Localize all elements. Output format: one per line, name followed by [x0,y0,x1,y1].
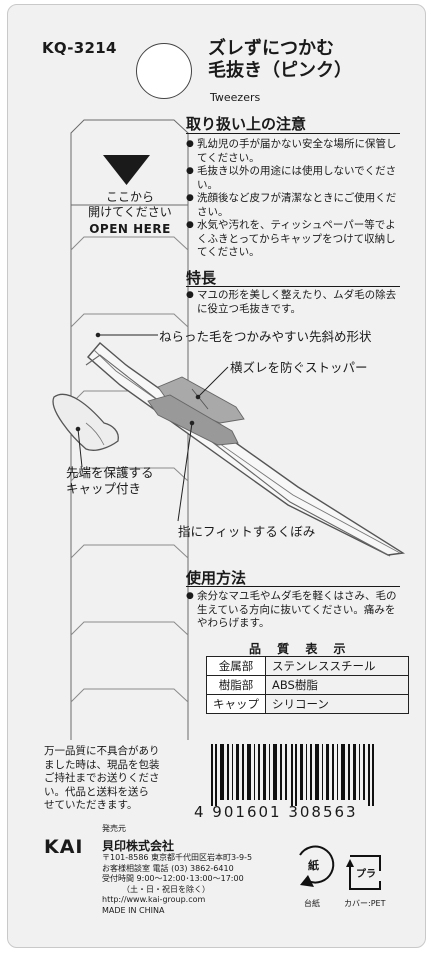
quality-table: 金属部 ステンレススチール 樹脂部 ABS樹脂 キャップ シリコーン [206,656,409,714]
paper-mark: 紙 [308,859,319,872]
tab-outline [52,119,406,890]
features-divider [186,286,400,288]
support-closed: （土・日・祝日を除く） [122,884,210,894]
list-item: 洗顔後など皮フが清潔なときにご使用ください。 [186,192,400,219]
cap-callout: 先端を保護する キャップ付き [66,465,154,496]
list-item: 乳幼児の手が届かない安全な場所に保管してください。 [186,138,400,165]
tip-callout: ねらった毛をつかみやすい先斜め形状 [159,329,372,344]
table-row: 金属部 ステンレススチール [206,656,409,676]
defect-notice: 万一品質に不具合があり ました時は、現品を包装 ご持社までお送りくださ い。代品… [44,745,160,811]
seller-label: 発売元 [102,824,126,833]
cap-illustration [52,393,119,451]
barcode-number: 4 901601 308563 [194,803,358,821]
usage-heading: 使用方法 [186,569,247,587]
caution-heading: 取り扱い上の注意 [186,115,307,133]
product-title: ズレずにつかむ 毛抜き（ピンク） [208,38,352,81]
list-item: 余分なマユ毛やムダ毛を軽くはさみ、毛の生えている方向に抜いてください。痛みをやわ… [186,590,400,631]
features-heading: 特長 [186,269,217,287]
company-name: 貝印株式会社 [102,839,175,853]
table-row: 樹脂部 ABS樹脂 [206,675,409,695]
list-item: マユの形を美しく整えたり、ムダ毛の除去に役立つ毛抜きです。 [186,289,400,316]
hang-hole [136,43,192,99]
recycle-plastic-icon [346,855,381,890]
list-item: 水気や汚れを、ティッシュペーパー等でよくふきとってからキャップをつけて収納してく… [186,219,400,260]
company-info: 〒101-8586 東京都千代田区岩本町3-9-5 お客様相談室 電話 (03)… [102,853,302,916]
features-list: マユの形を美しく整えたり、ムダ毛の除去に役立つ毛抜きです。 [186,289,400,316]
recycle-paper-icon [299,845,335,887]
plastic-label: カバー:PET [344,899,386,908]
list-item: 毛抜き以外の用途には使用しないでください。 [186,165,400,192]
company-url[interactable]: http://www.kai-group.com [102,895,206,904]
support-hours: 受付時間 9:00〜12:00･13:00〜17:00 [102,874,244,883]
open-arrow-icon [103,155,150,185]
table-row: キャップ シリコーン [206,694,409,714]
tweezers-illustration [85,342,406,557]
support-phone: お客様相談室 電話 (03) 3862-6410 [102,863,234,873]
barcode [211,744,374,806]
quality-heading: 品 質 表 示 [249,642,352,656]
package-card: KQ-3214 ズレずにつかむ 毛抜き（ピンク） Tweezers [7,4,426,948]
made-in: MADE IN CHINA [102,905,165,915]
tab-instruction: ここから 開けてください [88,190,172,219]
grip-callout: 指にフィットするくぼみ [178,524,316,539]
company-address: 〒101-8586 東京都千代田区岩本町3-9-5 [102,853,253,862]
caution-divider [186,133,400,135]
usage-list: 余分なマユ毛やムダ毛を軽くはさみ、毛の生えている方向に抜いてください。痛みをやわ… [186,590,400,631]
kai-logo: KAI [44,836,84,858]
usage-divider [186,586,400,588]
plastic-mark: プラ [356,869,376,880]
caution-list: 乳幼児の手が届かない安全な場所に保管してください。 毛抜き以外の用途には使用しな… [186,138,400,260]
open-here-label[interactable]: OPEN HERE [89,222,171,236]
stopper-callout: 横ズレを防ぐストッパー [230,360,368,375]
paper-label: 台紙 [304,899,320,908]
product-code: KQ-3214 [42,39,117,57]
product-subtitle: Tweezers [210,91,261,104]
